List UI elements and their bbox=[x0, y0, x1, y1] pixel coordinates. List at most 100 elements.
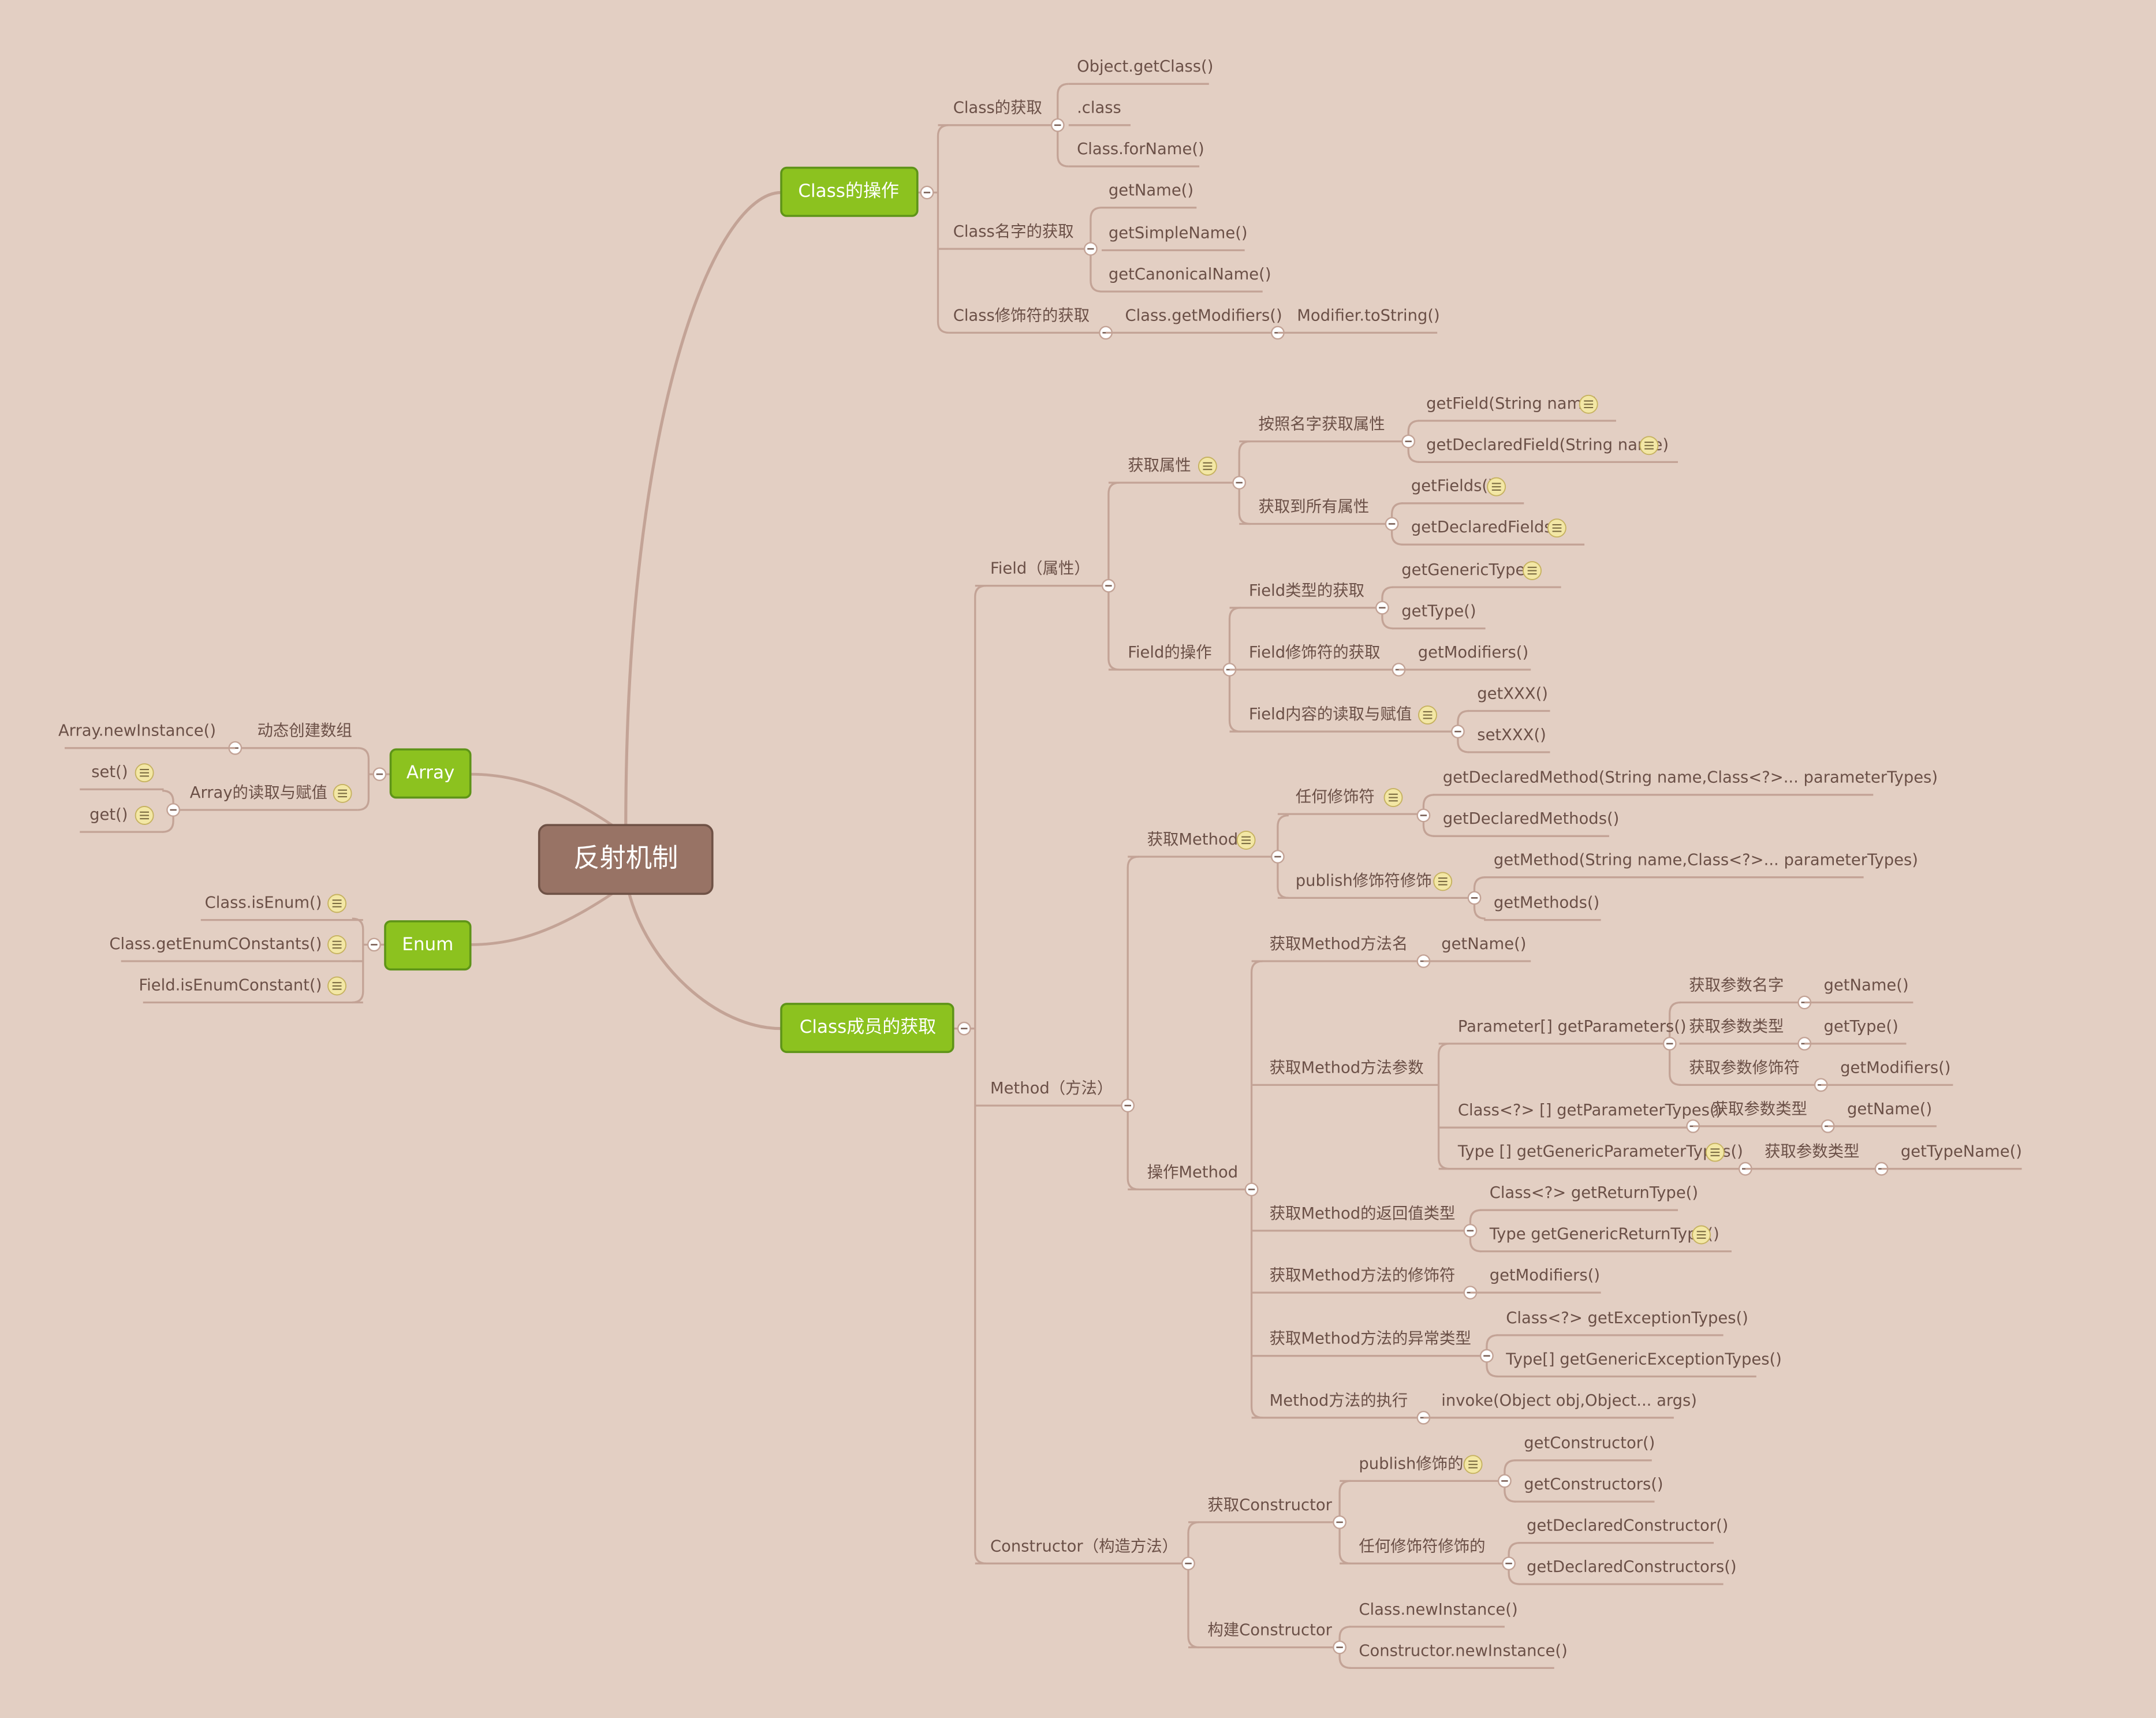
topic-branches-members-method-get-any-label-note-icon[interactable] bbox=[1383, 788, 1403, 808]
topic-method-public-collapse-icon[interactable] bbox=[1467, 891, 1482, 905]
topic-class-ops[interactable] bbox=[780, 166, 919, 217]
topic-branches-members-constructor-get-public-label-note-icon[interactable] bbox=[1463, 1455, 1483, 1474]
topic-branches-members-method-ops-params-p1-items-0-child[interactable]: getName() bbox=[1804, 976, 1913, 1004]
root-topic[interactable] bbox=[538, 824, 714, 895]
topic-branches-members-constructor-label[interactable]: Constructor（构造方法） bbox=[975, 1537, 1188, 1564]
topic-method-ret-collapse-icon[interactable] bbox=[1463, 1223, 1478, 1238]
topic-branches-members-field-get-attr-by-name-items-0-note-icon[interactable] bbox=[1579, 394, 1598, 414]
topic-branches-class-ops-items-class-mod-label[interactable]: Class修饰符的获取 bbox=[949, 307, 1106, 334]
topic-branches-array-rw-items-1-note-icon[interactable] bbox=[135, 806, 154, 825]
topic-branches-members-field-get-attr-all-items-1-note-icon[interactable] bbox=[1547, 518, 1566, 538]
topic-branches-members-method-ops-params-p2-label[interactable]: Class<?> [] getParameterTypes() bbox=[1438, 1101, 1722, 1129]
topic-branches-members-method-ops-params-p3-label-note-icon[interactable] bbox=[1705, 1142, 1725, 1162]
topic-branches-array-dyn-label[interactable]: 动态创建数组 bbox=[235, 722, 358, 749]
topic-branches-members-field-ops-type-items-0-note-icon[interactable] bbox=[1523, 561, 1542, 580]
topic-branches-members-field-ops-type-items-1[interactable]: getType() bbox=[1392, 603, 1486, 630]
topic-constructor-any-collapse-icon[interactable] bbox=[1502, 1556, 1516, 1571]
topic-branches-members-method-ops-params-p1-items-0-label[interactable]: 获取参数名字 bbox=[1679, 976, 1805, 1004]
topic-branches-members-method-ops-exec-label[interactable]: Method方法的执行 bbox=[1251, 1392, 1424, 1419]
topic-enum[interactable] bbox=[384, 920, 472, 971]
topic-branches-class-ops-items-get-class-items-0[interactable]: Object.getClass() bbox=[1068, 58, 1214, 85]
topic-branches-array-dyn-child[interactable]: Array.newInstance() bbox=[58, 722, 236, 749]
topic-branches-class-ops-items-get-class-items-1[interactable]: .class bbox=[1068, 99, 1131, 126]
topic-branches-members-method-ops-ret-label[interactable]: 获取Method的返回值类型 bbox=[1251, 1205, 1471, 1232]
topic-branches-array-rw-items-0-note-icon[interactable] bbox=[135, 763, 154, 783]
topic-field-get-attr-collapse-icon[interactable] bbox=[1232, 476, 1247, 490]
topic-branches-members-field-get-attr-all-items-1[interactable]: getDeclaredFields() bbox=[1401, 518, 1585, 546]
topic-branches-class-ops-items-class-name-items-2[interactable]: getCanonicalName() bbox=[1102, 266, 1271, 293]
topic-branches-class-ops-items-get-class-items-2[interactable]: Class.forName() bbox=[1068, 140, 1204, 167]
topic-branches-members-constructor-build-items-0[interactable]: Class.newInstance() bbox=[1349, 1601, 1518, 1628]
topic-branches-members-constructor-build-label[interactable]: 构建Constructor bbox=[1188, 1622, 1340, 1649]
topic-branches-members-method-ops-params-p2-child[interactable]: getName() bbox=[1827, 1100, 1937, 1127]
topic-branches-class-ops-items-class-mod-child[interactable]: Class.getModifiers() bbox=[1106, 307, 1282, 334]
topic-branches-enum-items-2-note-icon[interactable] bbox=[327, 976, 347, 996]
topic-branches-members-field-get-attr-by-name-label[interactable]: 按照名字获取属性 bbox=[1239, 416, 1409, 443]
topic-branches-members-field-ops-label[interactable]: Field的操作 bbox=[1108, 644, 1230, 671]
topic-branches-members-field-ops-rw-label-note-icon[interactable] bbox=[1418, 705, 1437, 725]
topic-branches-members-field-ops-type-label[interactable]: Field类型的获取 bbox=[1229, 582, 1382, 609]
topic-branches-members-field-ops-mod-child[interactable]: getModifiers() bbox=[1398, 644, 1531, 671]
topic-branches-members-method-ops-exc-items-0[interactable]: Class<?> getExceptionTypes() bbox=[1496, 1309, 1748, 1336]
topic-class-ops-get-class-collapse-icon[interactable] bbox=[1050, 118, 1065, 132]
topic-method-exc-collapse-icon[interactable] bbox=[1479, 1349, 1494, 1363]
topic-array[interactable] bbox=[389, 748, 472, 799]
topic-array-collapse-icon[interactable] bbox=[372, 767, 387, 782]
topic-branches-array-rw-items-0[interactable]: set() bbox=[80, 763, 164, 790]
topic-branches-members-field-get-attr-all-items-0-note-icon[interactable] bbox=[1487, 477, 1506, 496]
topic-branches-members-method-get-label-note-icon[interactable] bbox=[1236, 830, 1256, 850]
topic-branches-class-ops-items-class-name-items-0[interactable]: getName() bbox=[1102, 182, 1197, 209]
topic-branches-enum-items-1[interactable]: Class.getEnumCOnstants() bbox=[109, 935, 363, 962]
topic-branches-members-method-ops-params-p1-items-1-label[interactable]: 获取参数类型 bbox=[1679, 1018, 1805, 1045]
topic-branches-members-method-ops-params-p3-label[interactable]: Type [] getGenericParameterTypes() bbox=[1438, 1143, 1745, 1170]
topic-branches-enum-items-1-note-icon[interactable] bbox=[327, 935, 347, 954]
topic-branches-members-constructor-get-any-items-0[interactable]: getDeclaredConstructor() bbox=[1518, 1517, 1729, 1544]
topic-branches-members-field-get-attr-label[interactable]: 获取属性 bbox=[1108, 457, 1238, 484]
topic-branches-class-ops-items-class-name-label[interactable]: Class名字的获取 bbox=[949, 223, 1091, 250]
topic-branches-array-rw-label[interactable]: Array的读取与赋值 bbox=[173, 784, 358, 811]
topic-constructor-collapse-icon[interactable] bbox=[1181, 1556, 1195, 1571]
topic-branches-members-constructor-get-any-label[interactable]: 任何修饰符修饰的 bbox=[1340, 1537, 1509, 1564]
topic-branches-array-rw-label-note-icon[interactable] bbox=[333, 783, 352, 803]
topic-branches-members-method-get-public-items-0[interactable]: getMethod(String name,Class<?>... parame… bbox=[1484, 851, 1918, 879]
topic-branches-members-method-ops-ret-items-1-note-icon[interactable] bbox=[1692, 1225, 1711, 1245]
topic-branches-members-method-ops-name-child[interactable]: getName() bbox=[1423, 935, 1531, 962]
topic-branches-members-method-ops-name-label[interactable]: 获取Method方法名 bbox=[1251, 935, 1424, 962]
topic-branches-members-field-get-attr-all-label[interactable]: 获取到所有属性 bbox=[1239, 498, 1392, 525]
topic-branches-members-method-ops-exec-child[interactable]: invoke(Object obj,Object... args) bbox=[1423, 1392, 1697, 1419]
topic-branches-members-method-ops-exc-label[interactable]: 获取Method方法的异常类型 bbox=[1251, 1330, 1487, 1357]
topic-branches-members-method-ops-params-p1-items-2-child[interactable]: getModifiers() bbox=[1821, 1059, 1953, 1086]
topic-field-by-name-collapse-icon[interactable] bbox=[1401, 434, 1416, 449]
topic-constructor-build-collapse-icon[interactable] bbox=[1333, 1640, 1347, 1654]
topic-branches-members-field-get-attr-by-name-items-0[interactable]: getField(String name) bbox=[1418, 395, 1616, 422]
topic-branches-enum-items-2[interactable]: Field.isEnumConstant() bbox=[139, 976, 363, 1004]
topic-branches-members-method-get-any-label[interactable]: 任何修饰符 bbox=[1277, 788, 1424, 815]
topic-branches-members-field-ops-rw-items-1[interactable]: setXXX() bbox=[1467, 726, 1550, 753]
topic-field-type-collapse-icon[interactable] bbox=[1375, 600, 1389, 615]
topic-branches-members-field-ops-type-items-0[interactable]: getGenericType() bbox=[1392, 561, 1561, 588]
topic-branches-members-field-get-attr-by-name-items-1[interactable]: getDeclaredField(String name) bbox=[1418, 436, 1678, 464]
topic-enum-collapse-icon[interactable] bbox=[367, 938, 381, 952]
topic-branches-members-constructor-get-public-items-0[interactable]: getConstructor() bbox=[1514, 1435, 1655, 1462]
topic-branches-members-constructor-get-label[interactable]: 获取Constructor bbox=[1188, 1496, 1340, 1523]
topic-branches-class-ops-items-class-name-items-1[interactable]: getSimpleName() bbox=[1102, 224, 1248, 252]
topic-branches-members-field-get-attr-by-name-items-1-note-icon[interactable] bbox=[1639, 436, 1659, 455]
topic-branches-members-method-ops-params-p1-items-2-label[interactable]: 获取参数修饰符 bbox=[1679, 1059, 1821, 1086]
topic-method-ops-collapse-icon[interactable] bbox=[1244, 1182, 1259, 1197]
topic-branches-members-constructor-build-items-1[interactable]: Constructor.newInstance() bbox=[1349, 1642, 1568, 1670]
topic-method-get-collapse-icon[interactable] bbox=[1270, 850, 1285, 864]
topic-members[interactable] bbox=[780, 1003, 954, 1054]
topic-branches-members-method-get-public-label-note-icon[interactable] bbox=[1433, 872, 1453, 891]
topic-branches-members-method-ops-mod-label[interactable]: 获取Method方法的修饰符 bbox=[1251, 1267, 1471, 1294]
topic-branches-class-ops-items-get-class-label[interactable]: Class的获取 bbox=[949, 99, 1058, 126]
topic-branches-members-method-ops-label[interactable]: 操作Method bbox=[1128, 1163, 1252, 1191]
topic-branches-array-rw-items-1[interactable]: get() bbox=[80, 806, 164, 833]
topic-field-all-collapse-icon[interactable] bbox=[1385, 517, 1399, 531]
topic-branches-members-method-get-label[interactable]: 获取Method bbox=[1128, 831, 1277, 858]
topic-class-ops-collapse-icon[interactable] bbox=[920, 185, 934, 200]
topic-class-ops-class-name-collapse-icon[interactable] bbox=[1084, 242, 1098, 256]
topic-branches-members-method-get-public-label[interactable]: publish修饰符修饰 bbox=[1277, 872, 1475, 899]
topic-branches-members-method-ops-params-p1-label[interactable]: Parameter[] getParameters() bbox=[1438, 1018, 1687, 1045]
topic-branches-members-method-ops-params-p1-items-1-child[interactable]: getType() bbox=[1804, 1018, 1907, 1045]
topic-branches-members-method-ops-ret-items-1[interactable]: Type getGenericReturnType() bbox=[1480, 1226, 1732, 1253]
